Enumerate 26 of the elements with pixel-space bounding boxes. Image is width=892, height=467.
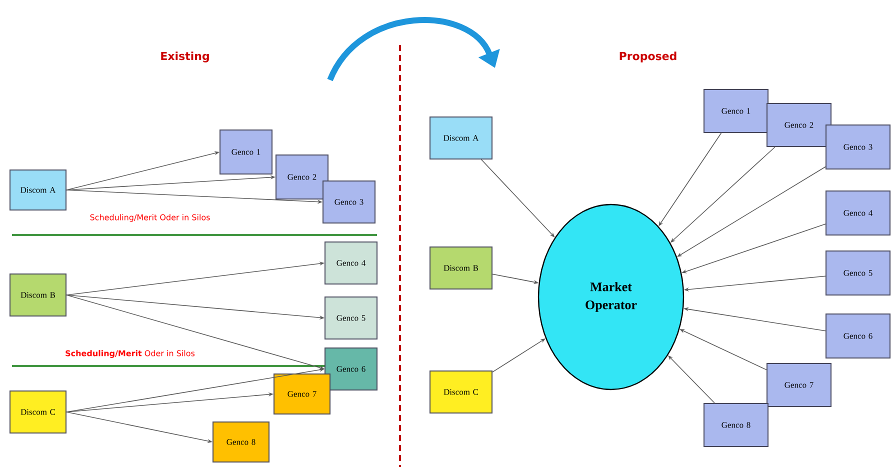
entity-box: Genco 2 <box>276 154 328 200</box>
entity-box: Genco 2 <box>766 103 832 147</box>
entity-box: Genco 5 <box>324 296 378 340</box>
section-title: Existing <box>161 52 209 62</box>
entity-box: Discom A <box>10 170 66 210</box>
entity-box: Genco 3 <box>826 124 890 170</box>
section-title: Proposed <box>620 52 676 62</box>
entity-box: Genco 1 <box>704 89 768 133</box>
entity-box: Genco 7 <box>274 374 330 414</box>
entity-box: Discom C <box>10 390 66 434</box>
entity-box: Discom C <box>430 370 492 414</box>
entity-box: Discom B <box>430 246 492 290</box>
entity-box: Genco 8 <box>704 403 768 447</box>
entity-box: Genco 1 <box>220 130 272 174</box>
entity-box: Genco 5 <box>826 250 890 296</box>
entity-box: Genco 6 <box>826 314 890 358</box>
entity-box: Genco 7 <box>766 363 832 407</box>
entity-box: Genco 8 <box>212 422 270 462</box>
entity-box: Genco 3 <box>322 180 376 224</box>
entity-box: Genco 4 <box>826 190 890 236</box>
entity-box: Genco 4 <box>324 242 378 284</box>
note-text: Scheduling/Merit Oder in Silos <box>66 350 195 358</box>
entity-box: Discom A <box>430 116 492 160</box>
entity-box: Genco 6 <box>324 348 378 390</box>
entity-box: Discom B <box>10 274 66 316</box>
note-text: Scheduling/Merit Oder in Silos <box>90 214 210 222</box>
